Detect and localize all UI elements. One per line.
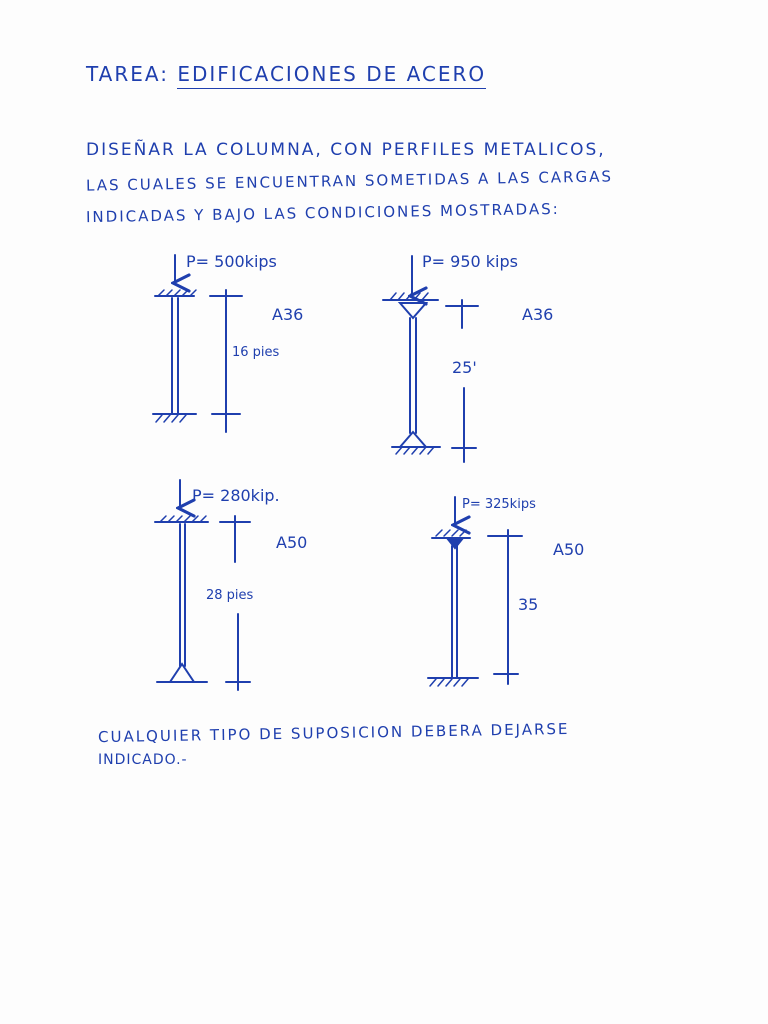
column-2-load: P= 950 kips (422, 252, 518, 271)
column-4-length: 35 (518, 595, 539, 614)
title-main: EDIFICACIONES DE ACERO (177, 62, 487, 89)
column-4-sketch (427, 496, 523, 687)
column-1-steel: A36 (272, 305, 304, 324)
column-3-length: 28 pies (206, 588, 254, 603)
column-3-steel: A50 (276, 533, 308, 552)
column-3-load: P= 280kip. (192, 486, 280, 505)
column-1-load: P= 500kips (186, 252, 277, 271)
assignment-title: TAREA: EDIFICACIONES DE ACERO (86, 62, 487, 89)
instruction-line-1: DISEÑAR LA COLUMNA, CON PERFILES METALIC… (86, 140, 606, 160)
column-2-steel: A36 (522, 305, 554, 324)
column-4-steel: A50 (553, 540, 585, 559)
column-4-load: P= 325kips (462, 497, 536, 512)
column-1-length: 16 pies (232, 345, 280, 360)
column-1-sketch (152, 254, 243, 433)
column-2-length: 25' (452, 358, 477, 377)
title-prefix: TAREA: (86, 62, 169, 86)
column-3-sketch (154, 479, 251, 691)
column-2-sketch (382, 255, 479, 463)
footer-line-2: INDICADO.- (98, 752, 188, 768)
